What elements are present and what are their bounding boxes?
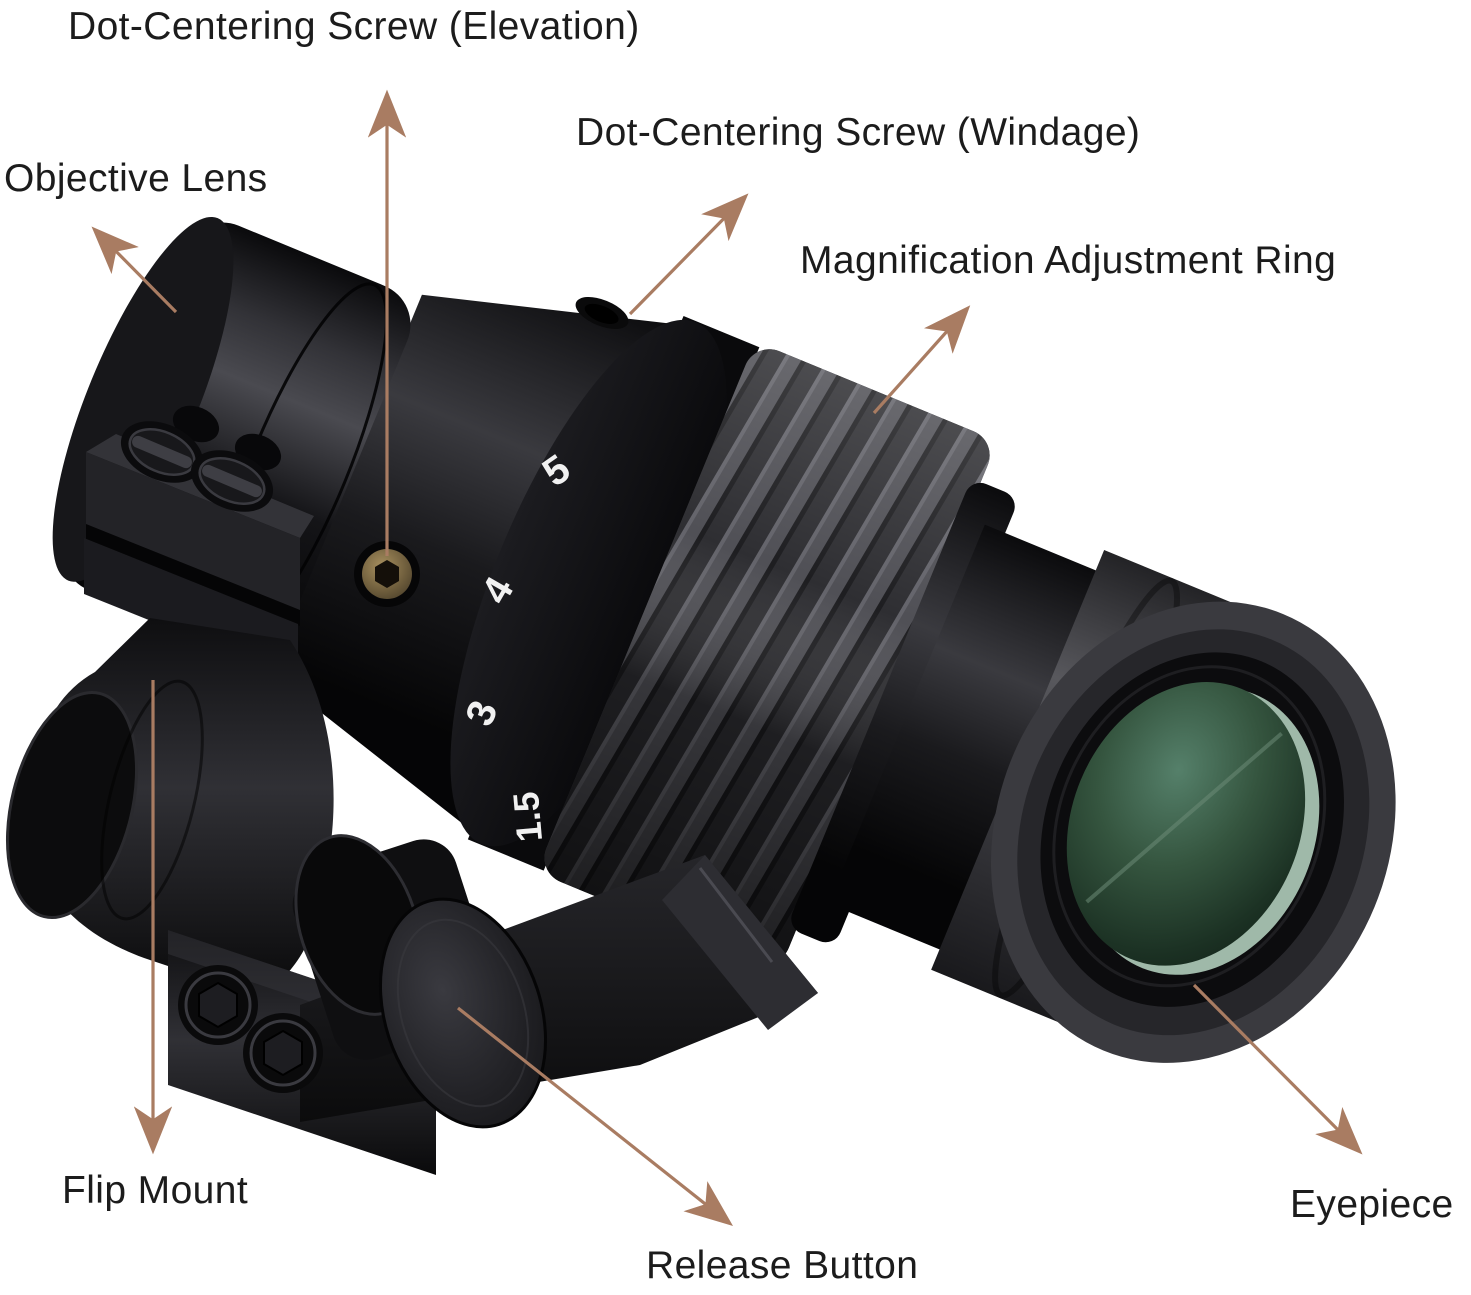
clamp-gap [86,524,300,626]
elevation-screw [354,541,420,607]
lens-inner-ring [1052,665,1327,988]
ring-screw [120,421,204,483]
rail-hex-screw [178,965,258,1045]
eyepiece-label: Eyepiece [1290,1183,1454,1226]
clamp-block [86,452,300,612]
windage-arrow [628,193,749,316]
eyepiece-arrow [1192,983,1363,1155]
flip-mount-end-cap [5,690,139,920]
eyepiece-lens [1066,682,1306,966]
objective-lens-label: Objective Lens [4,157,268,200]
ring-screw [190,450,274,512]
windage-screw-hole [575,297,629,329]
rail-end-face [662,855,818,1030]
knurl-shading [544,349,990,964]
release-arrow [457,1006,734,1226]
flip-mount-seam [100,679,204,921]
dial-face [450,319,727,847]
scope-body-group [52,216,1396,1063]
windage-label: Dot-Centering Screw (Windage) [576,111,1141,154]
flip-mount-label: Flip Mount [62,1169,249,1212]
release-button-label: Release Button [646,1244,919,1287]
magnification-ring-label: Magnification Adjustment Ring [800,239,1337,282]
main-tube [828,524,1138,967]
lens-reflection [1085,731,1283,904]
objective-arrow [91,226,178,314]
rail-end-facet [698,867,774,963]
callout-arrows [91,89,1363,1226]
rail-hex-screw [243,1013,323,1093]
magnification-arrow [872,305,971,415]
release-button [292,834,548,1129]
mag-scale-1-5: 1.5 [505,790,550,843]
elevation-label: Dot-Centering Screw (Elevation) [68,5,640,48]
